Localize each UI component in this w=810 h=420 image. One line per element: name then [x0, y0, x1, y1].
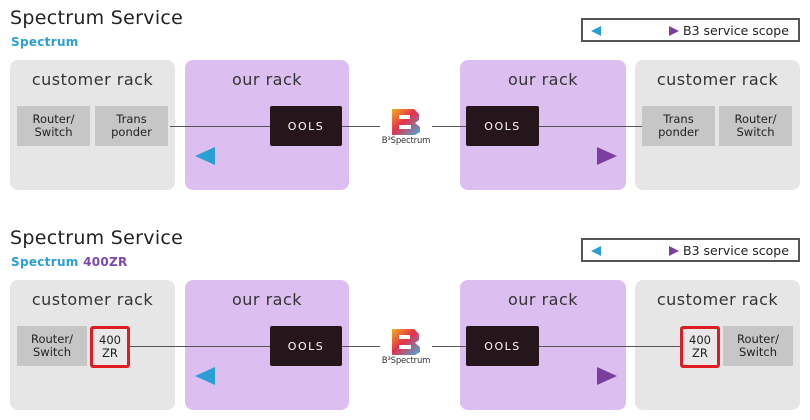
legend-label: B3 service scope [683, 243, 789, 258]
ools-device: OOLS [270, 326, 342, 366]
double-arrow-icon [591, 246, 679, 256]
ools-device: OOLS [270, 106, 342, 146]
customer-rack-left: customer rack [10, 60, 175, 190]
subtitle-part: 400ZR [83, 255, 128, 269]
router-switch-device: Router/ Switch [17, 326, 87, 366]
legend-label: B3 service scope [683, 23, 789, 38]
subtitle-part: Spectrum [11, 35, 79, 49]
transponder-device: Trans ponder [95, 106, 168, 146]
spectrum-panel: Spectrum Service Spectrum B3 service sco… [0, 0, 810, 200]
panel-subtitle: Spectrum [11, 35, 79, 49]
service-scope-arrow [195, 147, 617, 165]
transponder-device: Trans ponder [642, 106, 715, 146]
400zr-module: 400 ZR [680, 326, 720, 368]
legend: B3 service scope [581, 18, 800, 42]
router-switch-device: Router/ Switch [17, 106, 90, 146]
subtitle-part: Spectrum [11, 255, 84, 269]
panel-title: Spectrum Service [10, 227, 184, 249]
logo-text: B³Spectrum [381, 136, 431, 146]
rack-title: customer rack [31, 290, 154, 309]
service-scope-arrow [195, 367, 617, 385]
rack-title: customer rack [656, 290, 779, 309]
rack-title: our rack [507, 70, 579, 89]
fiber-link [128, 346, 280, 347]
b3spectrum-logo: B B³Spectrum [378, 106, 434, 148]
legend: B3 service scope [581, 238, 800, 262]
double-arrow-icon [591, 26, 679, 36]
rack-title: customer rack [31, 70, 154, 89]
fiber-link [432, 346, 468, 347]
panel-title: Spectrum Service [10, 7, 184, 29]
panel-subtitle: Spectrum 400ZR [11, 255, 128, 269]
fiber-link [432, 126, 468, 127]
fiber-link [340, 346, 380, 347]
router-switch-device: Router/ Switch [719, 106, 792, 146]
ools-device: OOLS [466, 106, 539, 146]
rack-title: customer rack [656, 70, 779, 89]
fiber-link [170, 126, 280, 127]
spectrum-400zr-panel: Spectrum Service Spectrum 400ZR B3 servi… [0, 220, 810, 420]
400zr-module: 400 ZR [90, 326, 130, 368]
b3-logo-icon: B [392, 109, 420, 135]
rack-title: our rack [231, 70, 303, 89]
b3spectrum-logo: B B³Spectrum [378, 326, 434, 368]
our-rack-right: our rack [460, 60, 626, 190]
rack-title: our rack [231, 290, 303, 309]
b3-logo-icon: B [392, 329, 420, 355]
ools-device: OOLS [466, 326, 539, 366]
rack-title: our rack [507, 290, 579, 309]
fiber-link [340, 126, 380, 127]
router-switch-device: Router/ Switch [723, 326, 793, 366]
fiber-link [538, 126, 643, 127]
fiber-link [538, 346, 683, 347]
logo-text: B³Spectrum [381, 356, 431, 366]
